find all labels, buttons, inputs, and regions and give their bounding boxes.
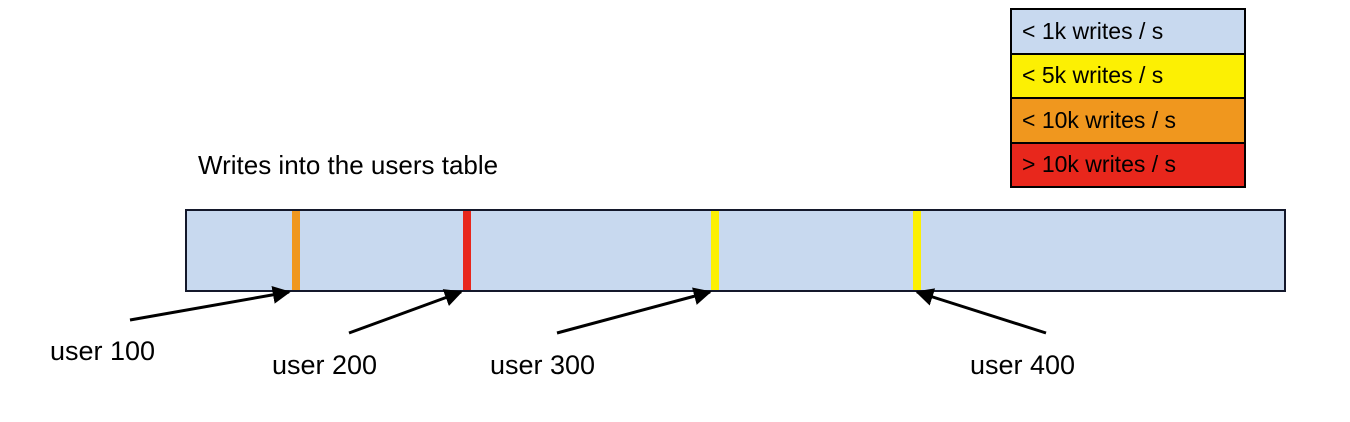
write-rate-legend: < 1k writes / s < 5k writes / s < 10k wr… bbox=[1010, 8, 1246, 188]
partition-marker-user-300 bbox=[711, 211, 720, 290]
legend-row-under-5k: < 5k writes / s bbox=[1012, 54, 1244, 99]
legend-row-under-10k: < 10k writes / s bbox=[1012, 99, 1244, 144]
partition-marker-user-100 bbox=[292, 211, 301, 290]
legend-row-over-10k: > 10k writes / s bbox=[1012, 143, 1244, 186]
legend-label-under-1k: < 1k writes / s bbox=[1022, 17, 1164, 44]
partition-marker-user-400 bbox=[913, 211, 922, 290]
callout-label-user-100: user 100 bbox=[50, 336, 156, 366]
arrow-user-400 bbox=[915, 288, 1047, 335]
arrow-user-200 bbox=[348, 289, 463, 335]
legend-label-under-5k: < 5k writes / s bbox=[1022, 62, 1164, 89]
callout-label-user-300: user 300 bbox=[490, 350, 596, 380]
callout-label-user-400: user 400 bbox=[970, 350, 1076, 380]
legend-label-under-10k: < 10k writes / s bbox=[1022, 106, 1177, 133]
arrow-user-300 bbox=[556, 287, 712, 335]
partition-marker-user-200 bbox=[463, 211, 472, 290]
legend-label-over-10k: > 10k writes / s bbox=[1022, 151, 1177, 178]
users-table-bar bbox=[185, 209, 1286, 292]
arrow-user-100 bbox=[129, 285, 291, 322]
callout-label-user-200: user 200 bbox=[272, 350, 378, 380]
legend-row-under-1k: < 1k writes / s bbox=[1012, 10, 1244, 55]
chart-title: Writes into the users table bbox=[198, 150, 499, 180]
